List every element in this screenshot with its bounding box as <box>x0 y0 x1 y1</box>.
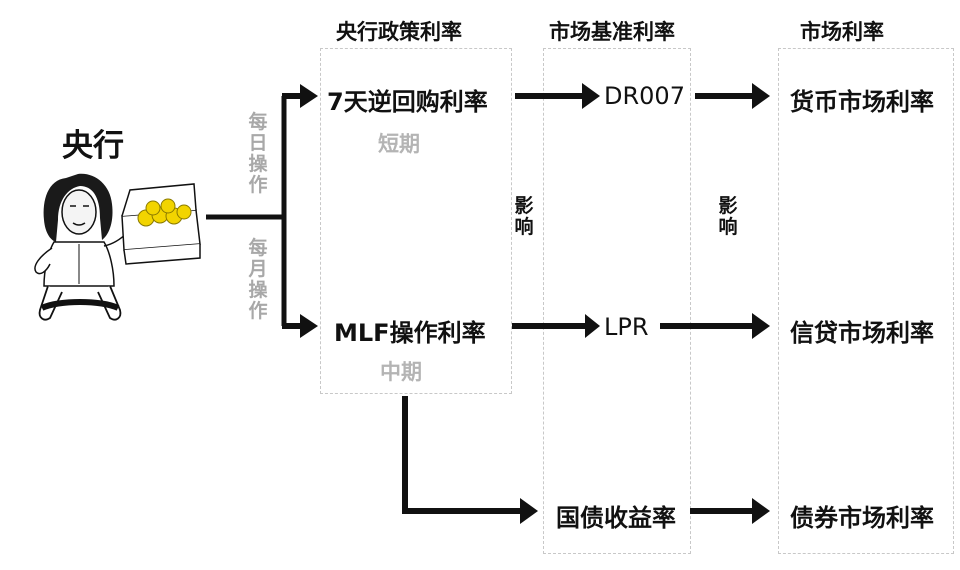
dr007-rate: DR007 <box>604 82 685 110</box>
arrow-repo-dr007-head <box>582 83 600 109</box>
policy-rate-column <box>320 48 512 394</box>
lpr-rate: LPR <box>604 313 649 341</box>
column-title-market: 市场利率 <box>800 20 884 44</box>
bond-market-rate: 债券市场利率 <box>790 504 934 532</box>
market-rate-column <box>778 48 954 554</box>
reverse-repo-rate: 7天逆回购利率 <box>327 88 488 116</box>
central-bank-label: 央行 <box>62 128 124 164</box>
arrow-lpr-credit-head <box>752 313 770 339</box>
arrow-treasury-bond-head <box>752 498 770 524</box>
column-title-policy: 央行政策利率 <box>336 20 462 44</box>
daily-operation-label: 每日操作 <box>248 111 268 196</box>
credit-market-rate: 信贷市场利率 <box>790 319 934 347</box>
arrow-dr007-money-head <box>752 83 770 109</box>
central-bank-illustration <box>34 173 201 321</box>
money-market-rate: 货币市场利率 <box>790 88 934 116</box>
influence-label-right: 影响 <box>718 195 738 238</box>
mlf-term: 中期 <box>380 360 422 384</box>
benchmark-rate-column <box>543 48 691 554</box>
arrow-monthly-head <box>300 314 318 338</box>
mlf-rate: MLF操作利率 <box>334 319 486 347</box>
arrow-daily-head <box>300 84 318 108</box>
column-title-benchmark: 市场基准利率 <box>549 20 675 44</box>
monthly-operation-label: 每月操作 <box>248 237 268 322</box>
reverse-repo-term: 短期 <box>378 132 420 156</box>
arrow-mlf-lpr-head <box>585 314 600 338</box>
arrow-mlf-treasury-head <box>520 498 538 524</box>
influence-label-left: 影响 <box>514 195 534 238</box>
treasury-yield: 国债收益率 <box>556 504 676 532</box>
